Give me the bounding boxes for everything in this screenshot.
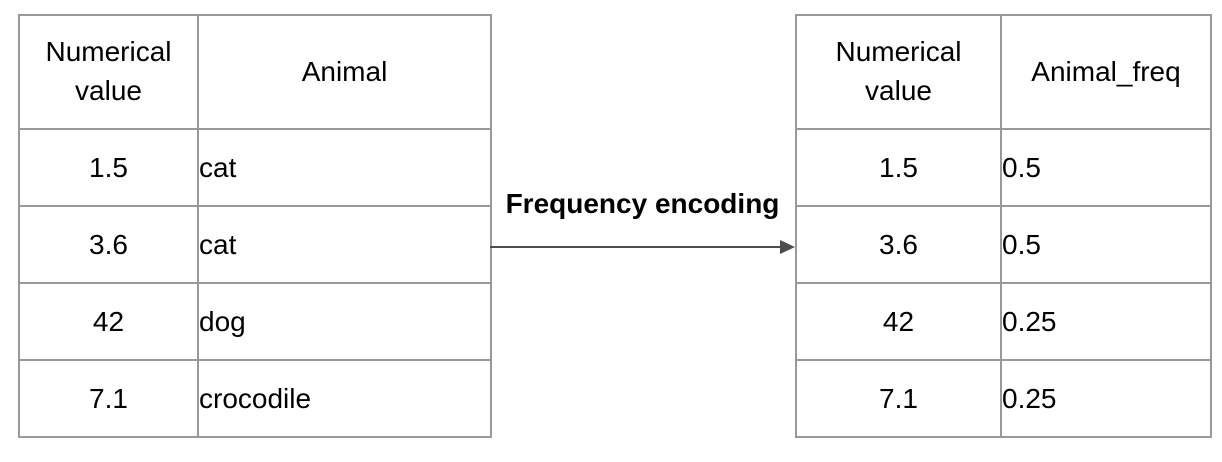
right-arrow-icon [490,240,795,254]
transformation-annotation: Frequency encoding [490,0,795,462]
animal-cell: cat [197,128,492,207]
table-row: 7.1 0.25 [795,359,1212,438]
table-header-row: Numerical value Animal [18,14,492,130]
table-row: 42 0.25 [795,282,1212,361]
table-header-row: Numerical value Animal_freq [795,14,1212,130]
table-row: 1.5 cat [18,128,492,207]
numerical-value-cell: 7.1 [18,359,199,438]
animal-cell: dog [197,282,492,361]
animal-freq-cell: 0.5 [1000,205,1212,284]
animal-freq-cell: 0.25 [1000,282,1212,361]
table-row: 3.6 cat [18,205,492,284]
column-header-numerical-value: Numerical value [795,14,1002,130]
arrow-label: Frequency encoding [505,188,780,219]
numerical-value-cell: 3.6 [18,205,199,284]
animal-freq-cell: 0.25 [1000,359,1212,438]
animal-cell: cat [197,205,492,284]
column-header-label: Animal [301,55,388,87]
original-table: Numerical value Animal 1.5 cat 3.6 cat 4… [18,14,492,438]
table-row: 7.1 crocodile [18,359,492,438]
column-header-animal-freq: Animal_freq [1000,14,1212,130]
numerical-value-cell: 3.6 [795,205,1002,284]
numerical-value-cell: 1.5 [795,128,1002,207]
column-header-label: Numerical value [835,36,962,106]
table-row: 1.5 0.5 [795,128,1212,207]
column-header-numerical-value: Numerical value [18,14,199,130]
arrow-line [490,246,781,248]
column-header-label: Numerical value [45,36,172,106]
table-row: 3.6 0.5 [795,205,1212,284]
column-header-label: Animal_freq [1031,55,1181,87]
encoded-table: Numerical value Animal_freq 1.5 0.5 3.6 … [795,14,1212,438]
arrow-head-icon [780,240,795,254]
numerical-value-cell: 42 [18,282,199,361]
numerical-value-cell: 7.1 [795,359,1002,438]
animal-cell: crocodile [197,359,492,438]
table-row: 42 dog [18,282,492,361]
animal-freq-cell: 0.5 [1000,128,1212,207]
numerical-value-cell: 1.5 [18,128,199,207]
numerical-value-cell: 42 [795,282,1002,361]
column-header-animal: Animal [197,14,492,130]
